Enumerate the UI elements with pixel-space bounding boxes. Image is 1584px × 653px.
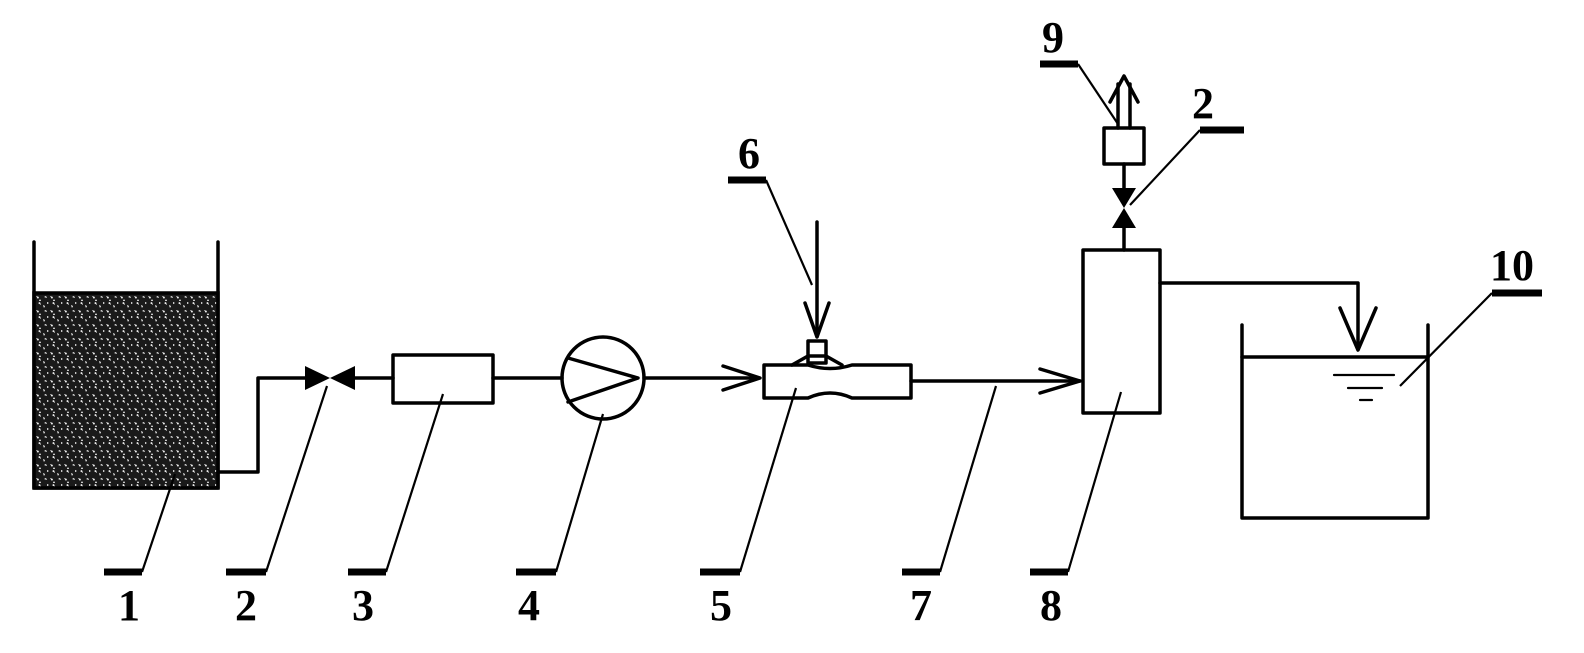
mixer-unit (762, 339, 913, 400)
vent-unit (1102, 126, 1146, 166)
label-mixer: 5 (710, 581, 732, 630)
outlet-pipe (216, 376, 307, 474)
pump-icon (560, 335, 646, 421)
leader-lines (104, 60, 1542, 576)
overflow-pipe (1158, 281, 1360, 350)
receiver-tank (1240, 323, 1430, 520)
flow-arrow-icon (1038, 367, 1082, 395)
label-receiver-tank: 10 (1490, 241, 1534, 290)
label-pipe: 7 (910, 581, 932, 630)
label-pump: 4 (518, 581, 540, 630)
label-vent-valve: 2 (1192, 79, 1214, 128)
label-separator: 8 (1040, 581, 1062, 630)
label-filter: 3 (352, 581, 374, 630)
feed-tank (32, 240, 220, 490)
inlet-valve-icon (305, 366, 355, 390)
flow-arrow-icon (721, 364, 762, 392)
vent-outlet (1116, 82, 1132, 130)
injection-arrow-icon (803, 301, 831, 339)
label-injection: 6 (738, 129, 760, 178)
label-inlet-valve: 2 (235, 581, 257, 630)
vent-arrow-icon (1108, 74, 1140, 104)
separator-column (1081, 248, 1162, 415)
overflow-arrow-icon (1338, 306, 1378, 352)
label-vent-unit: 9 (1042, 13, 1064, 62)
label-feed-tank: 1 (118, 581, 140, 630)
vent-valve-icon (1112, 188, 1136, 228)
